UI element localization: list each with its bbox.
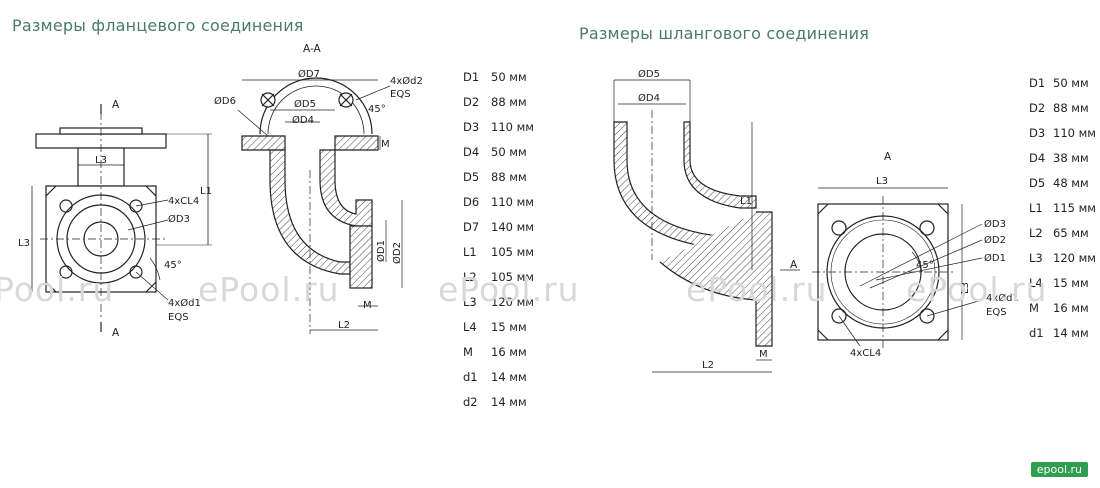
arrow-a-bottom: A [112,327,120,339]
hose-view-a [812,187,983,348]
flange-section-view [237,77,403,334]
flange-angle-2: 45° [368,104,386,115]
arrow-a-top: A [112,99,120,111]
flange-holes-d1: 4xØd1 [168,297,201,309]
watermark: Pool.ru [0,270,115,309]
hose-l3-v: L3 [960,282,971,294]
flange-d7: ØD7 [298,68,320,80]
hose-cl4: 4xCL4 [850,348,881,359]
flange-l2: L2 [338,320,350,331]
section-aa-label: A-A [303,43,322,55]
flange-holes-d2: 4xØd2 [390,75,423,87]
flange-m-side: M [363,300,372,311]
flange-title: Размеры фланцевого соединения [12,16,304,35]
flange-d3: ØD3 [168,213,190,225]
hose-d3: ØD3 [984,218,1006,230]
hose-l3-h: L3 [876,176,888,187]
flange-d4: ØD4 [292,114,314,126]
watermark: ePool.ru [906,270,1048,309]
hose-arrow-a: A [790,259,798,271]
flange-d5: ØD5 [294,98,316,110]
hose-angle: 45° [916,260,934,271]
hose-title: Размеры шлангового соединения [579,24,870,43]
flange-d6: ØD6 [214,95,236,107]
flange-eqs-2: EQS [390,89,411,100]
hose-m: M [759,349,768,360]
flange-l3-v: L3 [18,238,30,249]
flange-d2: ØD2 [391,242,403,264]
flange-eqs-1: EQS [168,312,189,323]
flange-m-top: M [381,139,390,150]
hose-eqs: EQS [986,307,1007,318]
flange-front-view [31,104,212,332]
flange-angle: 45° [164,260,182,271]
flange-cl4: 4xCL4 [168,196,199,207]
watermark: ePool.ru [686,270,828,309]
hose-holes-d1: 4xØd1 [986,292,1019,304]
hose-d1: ØD1 [984,252,1006,264]
hose-section-a: A [884,151,892,163]
hose-d5: ØD5 [638,68,660,80]
site-logo[interactable]: epool.ru [1030,462,1088,477]
watermark: ePool.ru [198,270,340,309]
hose-d2: ØD2 [984,234,1006,246]
hose-side-view [613,79,800,373]
flange-l1: L1 [200,186,212,197]
hose-d4: ØD4 [638,92,660,104]
flange-l3-h: L3 [95,155,107,166]
hose-l1: L1 [740,196,752,207]
flange-d1: ØD1 [375,240,387,262]
hose-l2: L2 [702,360,714,371]
watermark: ePool.ru [438,270,580,309]
